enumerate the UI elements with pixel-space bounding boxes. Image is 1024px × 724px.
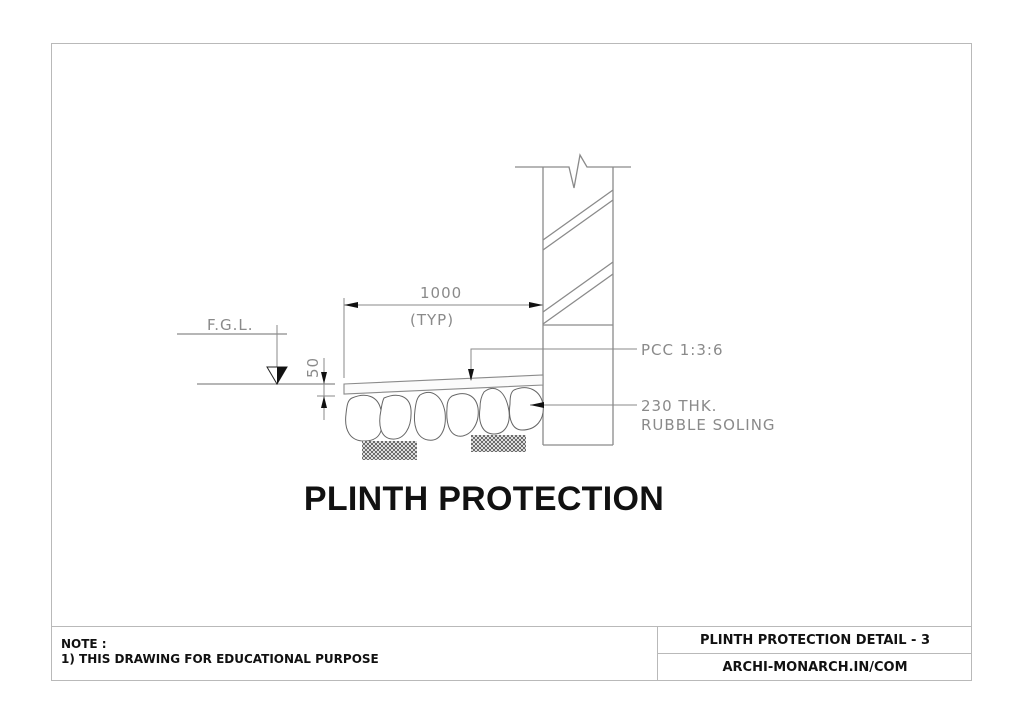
pcc-label: PCC 1:3:6 bbox=[641, 341, 724, 359]
break-line bbox=[515, 153, 631, 189]
soling-bed-left bbox=[362, 441, 417, 460]
wall bbox=[515, 153, 631, 446]
website-label: ARCHI-MONARCH.IN/COM bbox=[722, 660, 908, 675]
rubble-soling bbox=[345, 387, 544, 442]
soling-bed-right bbox=[471, 435, 526, 452]
depth-label: 50 bbox=[304, 357, 322, 378]
note-cell: NOTE : 1) THIS DRAWING FOR EDUCATIONAL P… bbox=[51, 627, 658, 681]
soling-label-line2: RUBBLE SOLING bbox=[641, 416, 776, 434]
width-dimension: 1000 (TYP) bbox=[343, 284, 543, 378]
title-block: NOTE : 1) THIS DRAWING FOR EDUCATIONAL P… bbox=[51, 626, 972, 681]
sheet-title: PLINTH PROTECTION DETAIL - 3 bbox=[658, 627, 972, 654]
note-heading: NOTE : bbox=[61, 637, 107, 651]
width-label: 1000 bbox=[420, 284, 462, 302]
depth-dimension: 50 bbox=[304, 357, 335, 420]
width-note: (TYP) bbox=[410, 311, 454, 329]
drawing-border bbox=[51, 43, 972, 681]
pcc-leader: PCC 1:3:6 bbox=[468, 341, 724, 381]
fgl-label: F.G.L. bbox=[207, 316, 254, 334]
soling-label-line1: 230 THK. bbox=[641, 397, 717, 415]
info-cell: PLINTH PROTECTION DETAIL - 3 ARCHI-MONAR… bbox=[658, 627, 972, 681]
note-line: 1) THIS DRAWING FOR EDUCATIONAL PURPOSE bbox=[61, 652, 379, 666]
fgl-marker: F.G.L. bbox=[177, 316, 335, 385]
pcc-slab bbox=[343, 374, 544, 395]
soling-leader: 230 THK. RUBBLE SOLING bbox=[530, 397, 776, 434]
drawing-title: PLINTH PROTECTION bbox=[303, 480, 665, 518]
